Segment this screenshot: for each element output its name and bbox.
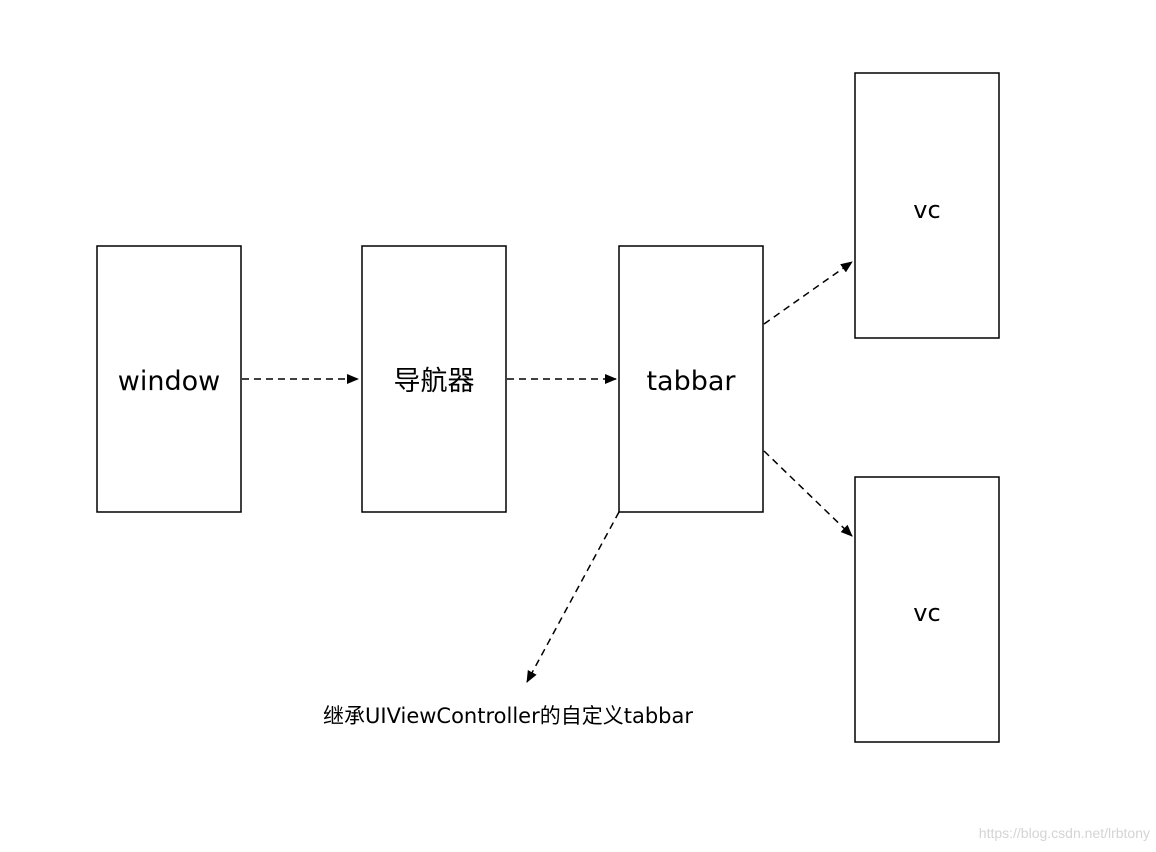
node-vc-bottom-label: vc [913,599,940,627]
node-tabbar-label: tabbar [646,366,736,397]
edge-tabbar-to-caption [526,511,620,683]
node-navigator: 导航器 [361,245,507,513]
node-vc-top-label: vc [913,196,940,224]
caption-custom-tabbar: 继承UIViewController的自定义tabbar [323,704,693,728]
edge-tabbar-to-vc-top [763,261,853,325]
node-tabbar: tabbar [618,245,764,513]
node-navigator-label: 导航器 [394,366,475,397]
node-vc-top: vc [854,72,1000,339]
node-window-label: window [118,366,220,397]
watermark: https://blog.csdn.net/lrbtony [979,825,1150,841]
node-vc-bottom: vc [854,476,1000,743]
node-window: window [96,245,242,513]
edge-tabbar-to-vc-bottom [763,450,853,537]
